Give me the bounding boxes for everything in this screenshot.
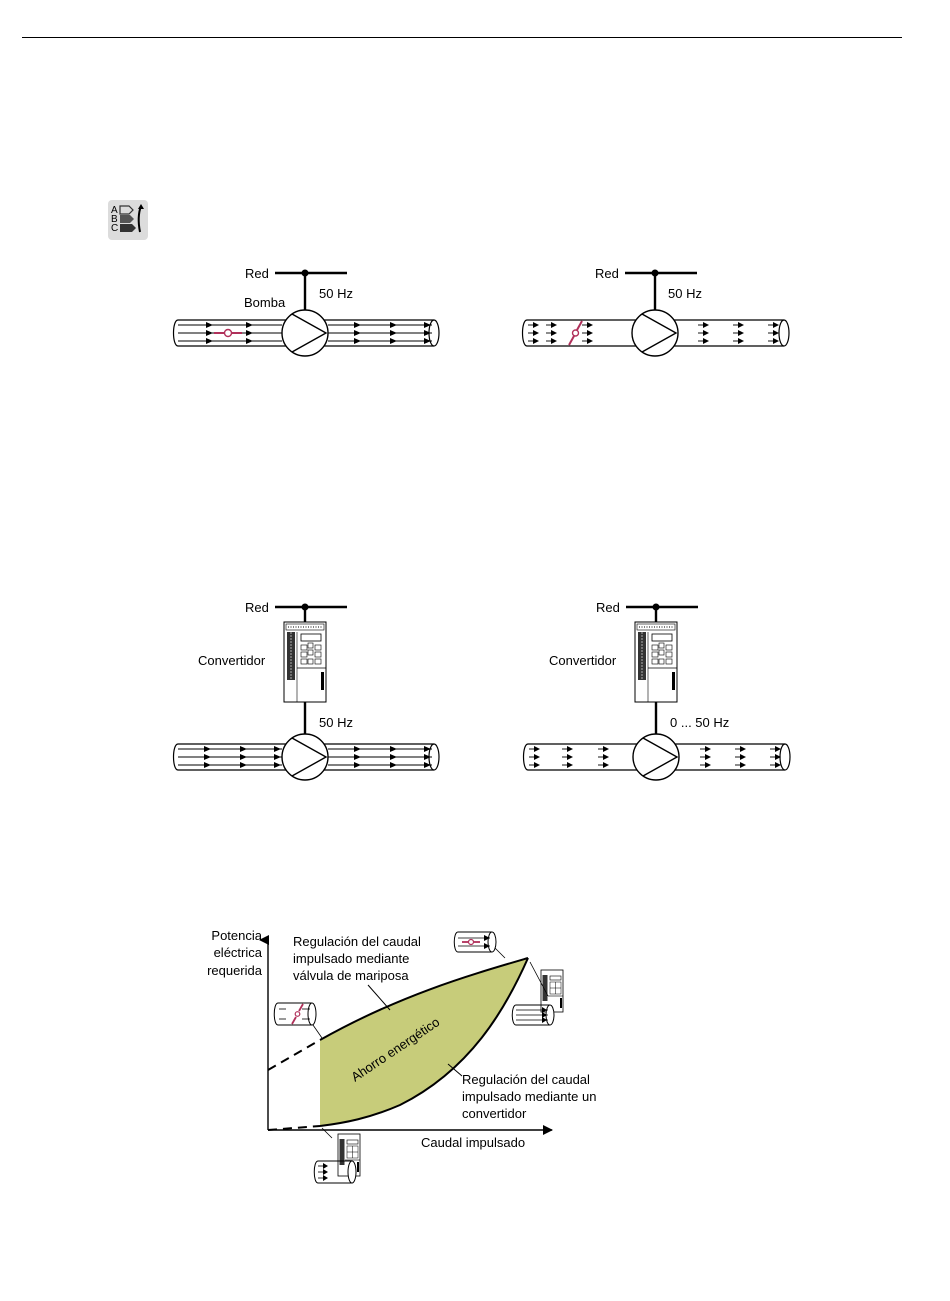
pump-icon — [632, 310, 678, 356]
x-axis-label: Caudal impulsado — [421, 1135, 525, 1150]
converter-curve-label-line3: convertidor — [462, 1106, 527, 1121]
frequency-converter-icon — [284, 622, 326, 702]
y-axis-label-line3: requerida — [207, 963, 263, 978]
butterfly-valve-icon — [454, 932, 505, 958]
valve-curve-extension — [268, 1040, 320, 1070]
mains-label: Red — [245, 600, 269, 615]
frequency-converter-icon — [314, 1128, 360, 1183]
frequency-label: 50 Hz — [319, 715, 353, 730]
diagram-converter-variable: Red Convertidor 0 ... 50 Hz — [524, 600, 791, 780]
diagram-valve-reduced-flow: Red 50 Hz — [523, 266, 790, 356]
butterfly-valve-icon — [274, 1003, 322, 1038]
y-axis-label-line1: Potencia — [211, 928, 262, 943]
pump-icon — [282, 310, 328, 356]
pump-icon — [633, 734, 679, 780]
converter-curve-label-line1: Regulación del caudal — [462, 1072, 590, 1087]
y-axis-label-line2: eléctrica — [214, 945, 263, 960]
frequency-label: 50 Hz — [668, 286, 702, 301]
diagram-valve-full-flow: Red 50 Hz Bomba — [174, 266, 440, 356]
diagram-converter-fixed: Red Convertidor 50 Hz — [174, 600, 440, 780]
frequency-converter-icon — [635, 622, 677, 702]
frequency-label: 50 Hz — [319, 286, 353, 301]
pump-icon — [282, 734, 328, 780]
valve-curve-label-line1: Regulación del caudal — [293, 934, 421, 949]
frequency-label: 0 ... 50 Hz — [670, 715, 729, 730]
valve-curve-leader — [368, 985, 390, 1010]
butterfly-valve-icon — [214, 330, 242, 337]
valve-curve-label-line2: impulsado mediante — [293, 951, 409, 966]
energy-savings-chart: Potencia eléctrica requerida Caudal impu… — [207, 928, 596, 1183]
mains-label: Red — [596, 600, 620, 615]
converter-label: Convertidor — [198, 653, 266, 668]
converter-label: Convertidor — [549, 653, 617, 668]
converter-curve-label-line2: impulsado mediante un — [462, 1089, 596, 1104]
valve-curve-label-line3: válvula de mariposa — [293, 968, 409, 983]
pump-label: Bomba — [244, 295, 286, 310]
mains-label: Red — [245, 266, 269, 281]
mains-label: Red — [595, 266, 619, 281]
butterfly-valve-icon — [569, 321, 582, 345]
